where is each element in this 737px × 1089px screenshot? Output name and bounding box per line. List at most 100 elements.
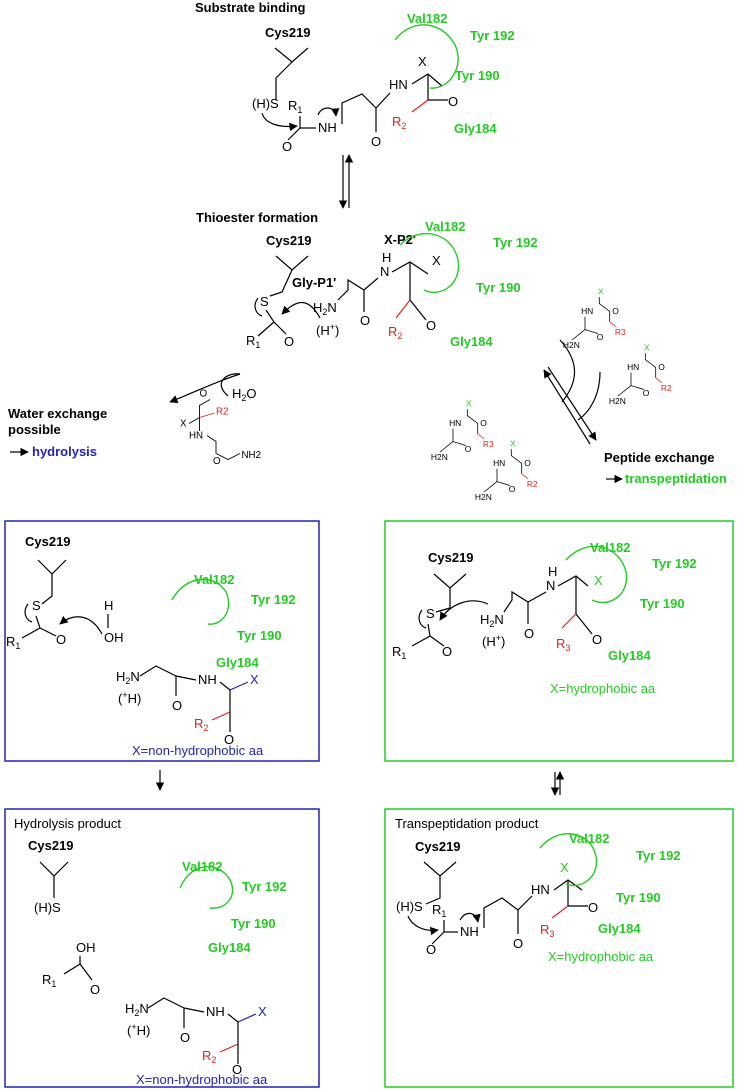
svg-text:O: O <box>509 484 516 494</box>
svg-text:R2: R2 <box>194 716 208 733</box>
svg-text:X: X <box>560 860 569 875</box>
hydrolysis-intermediate-box: Cys219 S R1 O H OH Val182 Tyr 192 Tyr 19… <box>4 520 320 762</box>
svg-text:HN: HN <box>531 882 550 897</box>
gly184-label-4: Gly184 <box>208 940 251 955</box>
svg-text:O: O <box>513 936 523 951</box>
svg-text:O: O <box>597 332 604 342</box>
tyr190-label-2: Tyr 190 <box>476 280 521 295</box>
svg-text:O: O <box>360 313 370 328</box>
svg-text:H2N: H2N <box>313 300 337 317</box>
svg-text:H2N: H2N <box>431 452 448 462</box>
peptide-r3-left: X O R3 HN O H2N <box>431 399 494 462</box>
svg-text:(H)S: (H)S <box>34 900 61 915</box>
svg-text:O: O <box>643 388 650 398</box>
svg-text:O: O <box>200 389 208 400</box>
cys-chain-bond <box>275 61 293 100</box>
cys219-label: Cys219 <box>265 25 311 40</box>
val182-label-6: Val182 <box>569 831 610 846</box>
svg-text:R2: R2 <box>661 383 672 393</box>
svg-text:O: O <box>480 418 487 428</box>
svg-text:O: O <box>232 1062 242 1077</box>
svg-text:O: O <box>588 900 598 915</box>
gly184-label-6: Gly184 <box>598 921 641 936</box>
svg-text:O: O <box>426 942 436 957</box>
svg-text:S: S <box>32 598 41 613</box>
svg-text:(H+): (H+) <box>316 322 339 338</box>
svg-text:S: S <box>426 606 435 621</box>
svg-text:R1: R1 <box>432 902 446 919</box>
amine-attack-arrow <box>281 301 321 319</box>
svg-text:O: O <box>426 318 436 333</box>
svg-text:X: X <box>258 1004 267 1019</box>
transpeptidation-product-box: Transpeptidation product Cys219 (H)S R1 … <box>384 808 734 1088</box>
tyr192-label-4: Tyr 192 <box>242 879 287 894</box>
hydrolysis-product-box: Hydrolysis product Cys219 (H)S OH R1 O V… <box>4 808 320 1088</box>
tyr190-label-5: Tyr 190 <box>640 596 685 611</box>
peptide-r3-top: X O R3 HN O H2N <box>563 287 626 350</box>
svg-text:(H+): (H+) <box>482 633 505 649</box>
svg-text:S: S <box>260 294 269 309</box>
x-hydrophobic-label-2: X=hydrophobic aa <box>548 949 654 964</box>
svg-text:H: H <box>548 564 557 579</box>
water-exchange-text: Water exchange <box>8 406 107 421</box>
svg-text:H2N: H2N <box>125 1001 149 1018</box>
tyr192-label-6: Tyr 192 <box>636 848 681 863</box>
attack-arrow <box>261 112 298 132</box>
svg-text:X: X <box>180 419 187 430</box>
svg-text:O: O <box>172 698 182 713</box>
peptide-exchange-branch: Peptide exchange transpeptidation X O R3… <box>431 287 727 502</box>
gly184-label: Gly184 <box>454 121 497 136</box>
svg-text:HN: HN <box>449 418 461 428</box>
svg-text:X: X <box>594 573 603 588</box>
x-nonhydrophobic-label: X=non-hydrophobic aa <box>132 743 264 758</box>
thioester-formation-panel: Thioester formation Cys219 S R1 O Gly-P1… <box>196 210 538 350</box>
substrate-binding-title: Substrate binding <box>195 0 306 15</box>
svg-text:HN: HN <box>627 362 639 372</box>
cys219-label-6: Cys219 <box>415 839 461 854</box>
svg-text:H2N: H2N <box>609 396 626 406</box>
nh-arrow <box>317 107 340 117</box>
svg-text:(H)S: (H)S <box>396 899 423 914</box>
svg-text:R3: R3 <box>483 439 494 449</box>
svg-text:H: H <box>382 250 391 265</box>
cys219-label-3: Cys219 <box>25 534 71 549</box>
svg-text:H2N: H2N <box>116 669 140 686</box>
x-p2-label: X-P2' <box>384 232 416 247</box>
svg-text:R2: R2 <box>216 407 228 418</box>
svg-text:R1: R1 <box>6 634 20 651</box>
water-label: H2O <box>232 386 257 403</box>
svg-text:R2: R2 <box>527 479 538 489</box>
hydrolysis-product-title: Hydrolysis product <box>14 816 121 831</box>
svg-text:X: X <box>418 54 427 69</box>
cys-sh-label: (H)S <box>252 96 279 111</box>
svg-text:O: O <box>371 134 381 149</box>
peptide-exchange-text: Peptide exchange <box>604 450 715 465</box>
svg-text:X: X <box>466 399 472 409</box>
carbonyl-bond <box>287 116 301 141</box>
svg-text:OH: OH <box>76 940 96 955</box>
tyr192-label: Tyr 192 <box>470 28 515 43</box>
svg-text:NH2: NH2 <box>242 450 262 461</box>
cys219-label-4: Cys219 <box>28 838 74 853</box>
cys219-label-2: Cys219 <box>266 233 312 248</box>
peptide-r2-bottom: X O R2 HN O H2N <box>475 439 538 502</box>
val182-label-4: Val182 <box>182 859 223 874</box>
equilibrium-arrows-1 <box>338 154 354 209</box>
svg-text:HN: HN <box>389 77 408 92</box>
x-hydrophobic-label: X=hydrophobic aa <box>550 681 656 696</box>
val182-label-2: Val182 <box>425 219 466 234</box>
released-peptide: X O R2 HN O NH2 <box>180 389 261 468</box>
transpeptidation-intermediate-box: Cys219 S R1 O H2N (H+) O N H X R3 O Val1… <box>384 520 734 762</box>
hydrolysis-text: hydrolysis <box>32 444 97 459</box>
tyr192-label-2: Tyr 192 <box>493 235 538 250</box>
val182-label: Val182 <box>407 11 448 26</box>
gly184-label-2: Gly184 <box>450 334 493 349</box>
svg-text:X: X <box>432 253 441 268</box>
gly-p1-label: Gly-P1' <box>292 275 336 290</box>
svg-text:O: O <box>524 626 534 641</box>
svg-text:HN: HN <box>189 431 203 442</box>
transpeptidation-product-title: Transpeptidation product <box>395 816 539 831</box>
substrate-binding-panel: Substrate binding Cys219 (H)S R1 O NH O … <box>195 0 515 154</box>
svg-text:R3: R3 <box>556 636 570 653</box>
svg-text:HN: HN <box>581 306 593 316</box>
